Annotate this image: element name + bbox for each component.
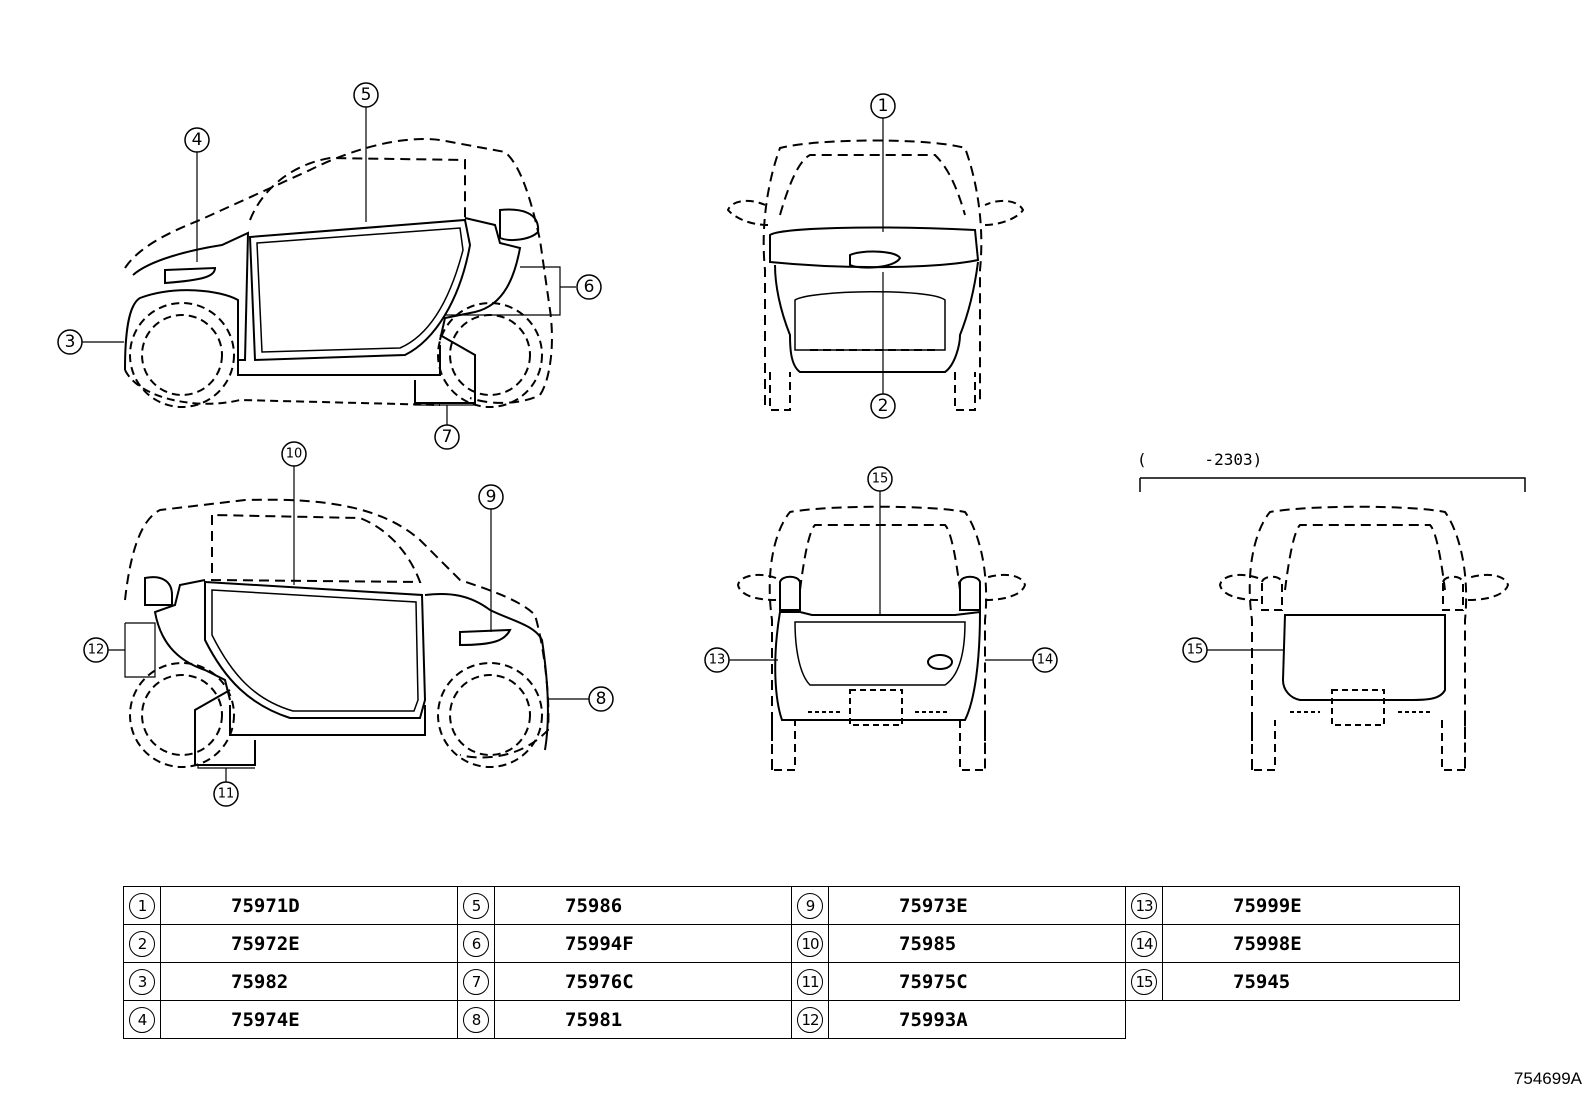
callout-labels: 5 4 3 6 7 1 2 10 9 12 8 11 15 13 14 15 xyxy=(65,85,1204,802)
legend-num: 5 xyxy=(463,892,489,919)
legend-num: 1 xyxy=(129,892,155,919)
legend-empty-cell xyxy=(1126,1001,1460,1039)
callout-7-label: 7 xyxy=(442,427,453,447)
legend-code: 75973E xyxy=(828,886,1126,925)
callout-9-label: 9 xyxy=(486,487,497,507)
leader-lines xyxy=(82,107,1283,782)
legend-num: 11 xyxy=(797,968,823,995)
callout-7 xyxy=(434,424,460,450)
legend-row: 4 75974E 8 75981 12 75993A xyxy=(123,1000,1460,1039)
callout-14-label: 14 xyxy=(1037,653,1054,668)
callout-13-label: 13 xyxy=(709,653,726,668)
legend-code: 75999E xyxy=(1162,886,1460,925)
legend-num: 3 xyxy=(129,968,155,995)
callout-3-label: 3 xyxy=(65,332,76,352)
range-note: ( -2303) xyxy=(1137,450,1263,469)
legend-code: 75993A xyxy=(828,1000,1126,1039)
legend-num: 15 xyxy=(1131,968,1157,995)
legend-code: 75975C xyxy=(828,962,1126,1001)
legend-code: 75985 xyxy=(828,924,1126,963)
callout-4-label: 4 xyxy=(192,130,203,150)
legend-row: 1 75971D 5 75986 9 75973E 13 75999E xyxy=(123,886,1460,925)
legend-code: 75981 xyxy=(494,1000,792,1039)
callout-10-label: 10 xyxy=(286,447,303,462)
callout-15 xyxy=(867,466,893,492)
legend-num: 13 xyxy=(1131,892,1157,919)
legend-num: 6 xyxy=(463,930,489,957)
callout-6 xyxy=(576,274,602,300)
callout-12 xyxy=(83,637,109,663)
parts-legend-table: 1 75971D 5 75986 9 75973E 13 75999E 2 75… xyxy=(123,886,1460,1039)
callout-2-label: 2 xyxy=(878,396,889,416)
callout-2 xyxy=(870,393,896,419)
callout-4 xyxy=(184,127,210,153)
callout-15-label: 15 xyxy=(872,472,889,487)
callout-1-label: 1 xyxy=(878,96,889,116)
legend-row: 2 75972E 6 75994F 10 75985 14 75998E xyxy=(123,924,1460,963)
legend-num: 8 xyxy=(463,1006,489,1033)
legend-code: 75976C xyxy=(494,962,792,1001)
callout-9 xyxy=(478,484,504,510)
legend-num: 2 xyxy=(129,930,155,957)
legend-num: 7 xyxy=(463,968,489,995)
callout-8 xyxy=(588,686,614,712)
front-view xyxy=(726,139,1025,411)
document-id: 754699A xyxy=(1513,1069,1582,1088)
rear-view xyxy=(736,505,1027,771)
callout-12-label: 12 xyxy=(88,643,105,658)
legend-num: 4 xyxy=(129,1006,155,1033)
callout-15b xyxy=(1182,637,1208,663)
callout-15b-label: 15 xyxy=(1187,643,1204,658)
callout-13 xyxy=(704,647,730,673)
callout-1 xyxy=(870,93,896,119)
legend-row: 3 75982 7 75976C 11 75975C 15 75945 xyxy=(123,962,1460,1001)
legend-code: 75986 xyxy=(494,886,792,925)
legend-num: 9 xyxy=(797,892,823,919)
legend-code: 75974E xyxy=(160,1000,458,1039)
legend-num: 10 xyxy=(797,930,823,957)
legend-code: 75982 xyxy=(160,962,458,1001)
callout-10 xyxy=(281,441,307,467)
callout-circles xyxy=(57,82,1208,807)
legend-code: 75971D xyxy=(160,886,458,925)
legend-code: 75972E xyxy=(160,924,458,963)
callout-11 xyxy=(213,781,239,807)
side-view-left xyxy=(124,138,553,408)
legend-num: 12 xyxy=(797,1006,823,1033)
legend-code: 75945 xyxy=(1162,962,1460,1001)
callout-6-label: 6 xyxy=(584,277,595,297)
legend-code: 75994F xyxy=(494,924,792,963)
callout-11-label: 11 xyxy=(218,787,235,802)
legend-code: 75998E xyxy=(1162,924,1460,963)
callout-14 xyxy=(1032,647,1058,673)
callout-8-label: 8 xyxy=(596,689,607,709)
side-view-right xyxy=(124,498,550,768)
callout-5-label: 5 xyxy=(361,85,372,105)
callout-5 xyxy=(353,82,379,108)
legend-num: 14 xyxy=(1131,930,1157,957)
callout-3 xyxy=(57,329,83,355)
rear-view-early xyxy=(1139,477,1526,771)
